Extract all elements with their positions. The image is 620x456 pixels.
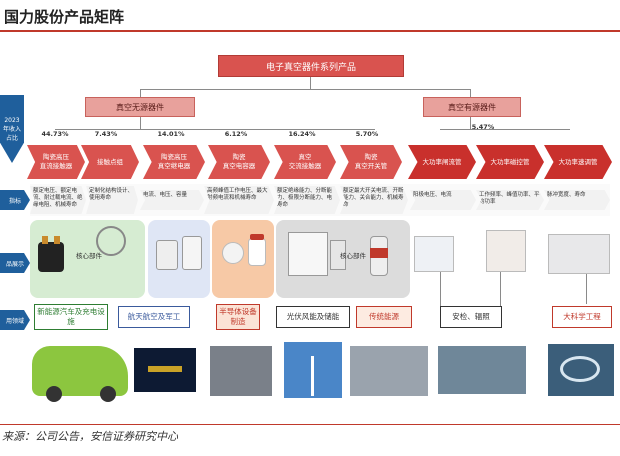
connector: [310, 77, 311, 89]
product-line2: 直流接触器: [39, 162, 73, 170]
contactor-terminal: [54, 236, 60, 244]
root-node: 电子真空器件系列产品: [218, 55, 404, 77]
connector: [140, 117, 141, 129]
product-node: 真空 交流接触器: [274, 145, 336, 179]
side-label-metrics: 指标: [0, 190, 30, 210]
contact-assembly-image: [96, 226, 126, 256]
security-scan-photo: [438, 346, 526, 394]
science-ring: [560, 356, 600, 382]
product-line1: 真空: [298, 153, 312, 161]
contactor-image: [38, 242, 64, 272]
product-node: 陶瓷 真空电容器: [208, 145, 270, 179]
metric-text: 电流、电压、容量: [140, 190, 204, 210]
page-title: 国力股份产品矩阵: [4, 8, 125, 26]
side-label-revenue-share: 2023年收入占比: [0, 95, 24, 163]
product-line2: 真空电容器: [222, 162, 256, 170]
title-divider: [0, 30, 620, 32]
percentage-label: 7.43%: [94, 130, 118, 138]
product-line1: 陶瓷: [232, 153, 246, 161]
connector: [470, 89, 471, 97]
connector: [140, 89, 141, 97]
application-label: 安检、辐照: [440, 306, 502, 328]
metric-text: 工作频率、峰值功率、平均功率: [476, 190, 544, 210]
product-node: 陶瓷高压 直流接触器: [27, 145, 85, 179]
category-active: 真空有源器件: [423, 97, 521, 117]
product-line1: 大功率闸流管: [422, 157, 462, 166]
capacitor-image: [222, 242, 244, 264]
klystron-image: [548, 234, 610, 274]
connector: [440, 272, 441, 312]
footer-divider: [0, 424, 620, 425]
percentage-label: 44.73%: [41, 130, 69, 138]
percentage-label: 5.70%: [355, 130, 379, 138]
metric-text: 额定绝缘能力、分断能力、极限分断能力、电寿命: [274, 186, 340, 214]
product-line1: 陶瓷: [364, 153, 378, 161]
source-note: 来源：公司公告，安信证券研究中心: [2, 430, 178, 443]
product-line2: 真空继电器: [157, 162, 191, 170]
product-line2: 交流接触器: [288, 162, 322, 170]
product-line1: 陶瓷高压: [43, 153, 69, 161]
metric-text: 定制化结构设计、使用寿命: [86, 186, 138, 214]
side-label-applications: 用领域: [0, 310, 30, 330]
application-label: 大科学工程: [552, 306, 612, 328]
ac-contactor-image: [288, 232, 328, 276]
switch-tube-band: [370, 248, 388, 258]
metric-text: 脉冲宽度、寿命: [544, 190, 610, 210]
contactor-terminal: [42, 236, 48, 244]
metric-text: 高频峰值工作电压、最大射频电流和机械寿命: [204, 186, 274, 214]
side-label-products: 品展示: [0, 253, 30, 273]
metric-text: 额定最大开关电流、开断能力、关合能力、机械寿命: [340, 186, 408, 214]
ev-wheel: [100, 386, 116, 402]
relay-image: [156, 240, 178, 270]
semiconductor-photo: [210, 346, 272, 396]
application-label: 光伏风能及储能: [276, 306, 350, 328]
capacitor-cap: [250, 234, 264, 240]
application-label: 新能源汽车及充电设施: [34, 304, 108, 330]
connector: [55, 129, 375, 130]
percentage-label: 5.47%: [471, 123, 495, 131]
magnetron-image: [486, 230, 526, 272]
product-line1: 大功率磁控管: [490, 157, 530, 166]
connector: [140, 89, 470, 90]
product-node: 大功率磁控管: [476, 145, 544, 179]
application-label: 半导体设备制造: [216, 304, 260, 330]
percentage-label: 6.12%: [224, 130, 248, 138]
wind-turbine-tower: [311, 356, 314, 396]
power-plant-photo: [350, 346, 428, 396]
product-line1: 陶瓷高压: [161, 153, 187, 161]
percentage-label: 16.24%: [288, 130, 316, 138]
product-line1: 大功率速调管: [558, 157, 598, 166]
metric-text: 额定电压、额定电流、耐过载电流、绝缘电阻、机械寿命: [30, 186, 86, 214]
core-part-label: 核心部件: [76, 252, 102, 260]
category-passive: 真空无源器件: [85, 97, 195, 117]
product-node: 陶瓷 真空开关管: [340, 145, 402, 179]
capacitor-image: [248, 238, 266, 266]
ac-contactor-image: [330, 240, 346, 270]
connector: [440, 129, 570, 130]
product-line2: 真空开关管: [354, 162, 388, 170]
metric-text: 阳极电压、电流: [410, 190, 476, 210]
percentage-label: 14.01%: [157, 130, 185, 138]
application-label: 传统能源: [356, 306, 412, 328]
connector: [500, 272, 501, 312]
connector: [586, 274, 587, 304]
product-node: 陶瓷高压 真空继电器: [143, 145, 205, 179]
product-node: 接触点组: [81, 145, 139, 179]
core-part-label: 核心部件: [340, 252, 366, 260]
product-line1: 接触点组: [97, 157, 123, 166]
satellite-panel: [148, 366, 182, 372]
product-node: 大功率速调管: [544, 145, 612, 179]
relay-image: [182, 236, 202, 270]
ev-wheel: [46, 386, 62, 402]
product-node: 大功率闸流管: [408, 145, 476, 179]
thyratron-image: [414, 236, 454, 272]
application-label: 航天航空及军工: [118, 306, 190, 328]
connector: [470, 117, 471, 129]
